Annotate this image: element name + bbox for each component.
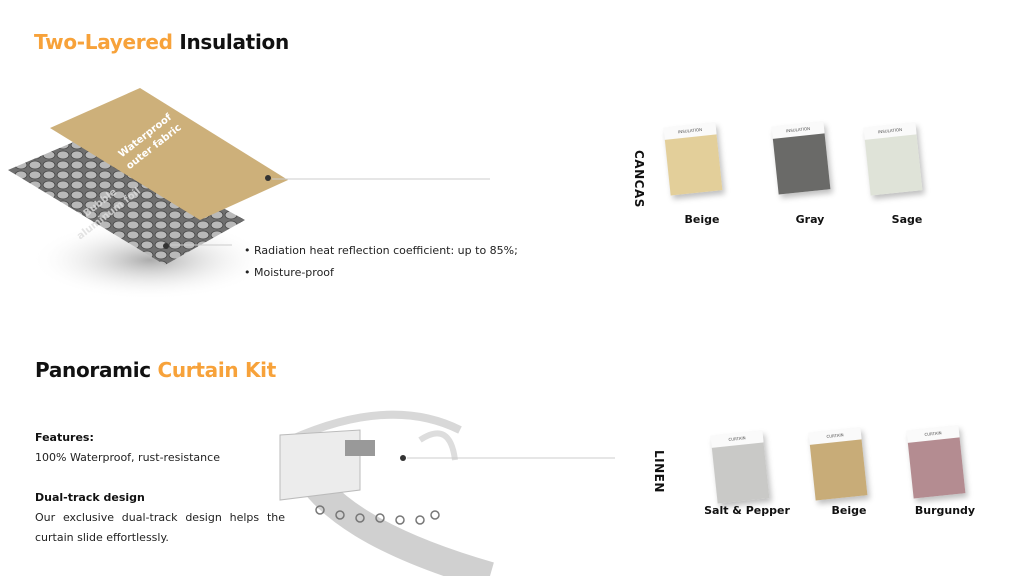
curtain-rail-illustration [279,410,615,576]
swatch-label: Beige [831,504,867,517]
swatch-beige-linen[interactable]: CURTAIN [808,427,868,501]
swatch-label: Beige [684,213,720,226]
swatch-gray[interactable]: INSULATION [771,121,831,195]
foil-layer [8,135,245,265]
swatch-label: Salt & Pepper [704,504,790,517]
kit-features: Features: 100% Waterproof, rust-resistan… [35,431,285,544]
fabric-layer [50,88,288,220]
swatch-label: Sage [891,213,923,226]
kit-title: Panoramic Curtain Kit [35,358,276,382]
insulation-layers-illustration [8,88,490,300]
swatch-burgundy[interactable]: CURTAIN [906,425,966,499]
swatch-salt-pepper[interactable]: CURTAIN [710,430,770,504]
swatch-label: Gray [795,213,825,226]
swatch-beige[interactable]: INSULATION [663,122,723,196]
insulation-bullets: Radiation heat reflection coefficient: u… [244,240,518,284]
swatch-label: Burgundy [914,504,976,517]
linen-label: LINEN [652,450,666,493]
canvas-label: CANCAS [632,150,646,208]
swatch-sage[interactable]: INSULATION [863,122,923,196]
insulation-title: Two-Layered Insulation [34,30,289,54]
